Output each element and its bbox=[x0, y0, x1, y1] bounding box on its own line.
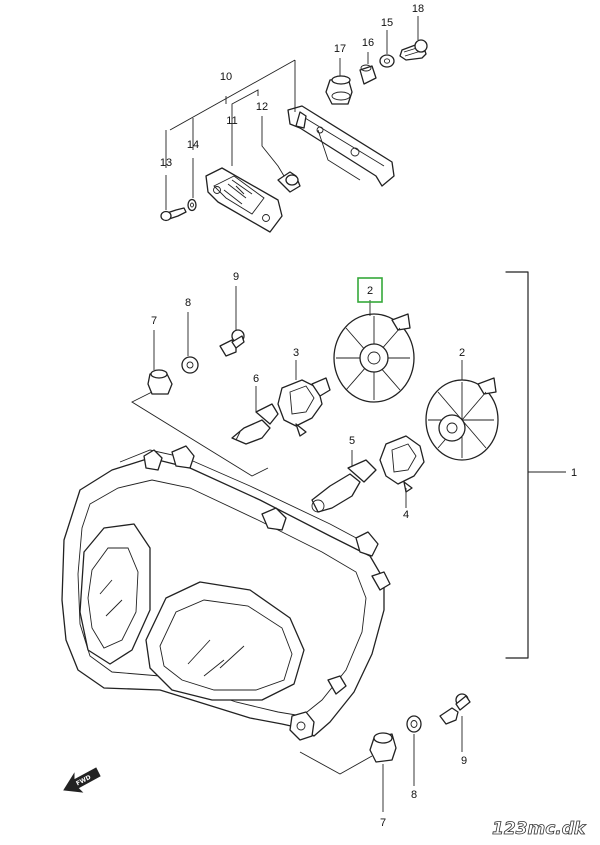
callout-4: 4 bbox=[403, 509, 409, 521]
callout-14: 14 bbox=[187, 139, 199, 151]
callout-8-lower: 8 bbox=[411, 789, 417, 801]
socket-3 bbox=[277, 377, 331, 437]
bracket-assembly bbox=[287, 105, 395, 187]
bolt-9-upper bbox=[219, 329, 245, 357]
grommet-7-upper bbox=[147, 369, 173, 395]
callout-9-upper: 9 bbox=[233, 271, 239, 283]
washer-8-upper bbox=[181, 356, 199, 374]
forward-arrow-icon: FWD bbox=[63, 767, 101, 793]
watermark: 123mc.dk bbox=[492, 819, 587, 839]
callout-5: 5 bbox=[349, 435, 355, 447]
callout-2-highlighted: 2 bbox=[367, 285, 373, 297]
bulb-6 bbox=[231, 403, 279, 445]
grommet-7-lower bbox=[369, 732, 397, 763]
headlamp-housing bbox=[61, 445, 391, 741]
bulb-12 bbox=[277, 171, 301, 193]
bolt-9-lower bbox=[439, 693, 471, 725]
callout-6: 6 bbox=[253, 373, 259, 385]
callout-15: 15 bbox=[381, 17, 393, 29]
callout-1: 1 bbox=[571, 467, 577, 479]
collar-16 bbox=[359, 64, 377, 85]
callout-13: 13 bbox=[160, 157, 172, 169]
main-leader-lines bbox=[131, 271, 566, 812]
callout-labels: 1 2 2 3 4 5 6 7 7 8 8 9 9 10 11 12 13 14… bbox=[151, 3, 577, 829]
dust-cover-2-lower bbox=[425, 377, 499, 461]
bulb-5 bbox=[311, 459, 377, 513]
callout-2-highlight-box bbox=[357, 277, 383, 303]
callout-11: 11 bbox=[226, 115, 237, 127]
grommet-17 bbox=[325, 75, 353, 105]
dust-cover-2-highlighted bbox=[333, 313, 415, 403]
callout-8-upper: 8 bbox=[185, 297, 191, 309]
callout-12: 12 bbox=[256, 101, 268, 113]
position-lens-11 bbox=[205, 167, 283, 233]
callout-7-lower: 7 bbox=[380, 817, 386, 829]
callout-16: 16 bbox=[362, 37, 374, 49]
screw-13 bbox=[160, 207, 187, 222]
callout-9-lower: 9 bbox=[461, 755, 467, 767]
washer-15 bbox=[379, 54, 395, 68]
callout-17: 17 bbox=[334, 43, 346, 55]
upper-leader-lines bbox=[165, 16, 419, 210]
bolt-18 bbox=[399, 39, 428, 61]
callout-18: 18 bbox=[412, 3, 424, 15]
callout-7-upper: 7 bbox=[151, 315, 157, 327]
washer-14 bbox=[187, 198, 197, 212]
washer-8-lower bbox=[406, 715, 422, 733]
callout-2-lower: 2 bbox=[459, 347, 465, 359]
callout-3: 3 bbox=[293, 347, 299, 359]
callout-10: 10 bbox=[220, 71, 232, 83]
socket-4 bbox=[379, 435, 425, 493]
